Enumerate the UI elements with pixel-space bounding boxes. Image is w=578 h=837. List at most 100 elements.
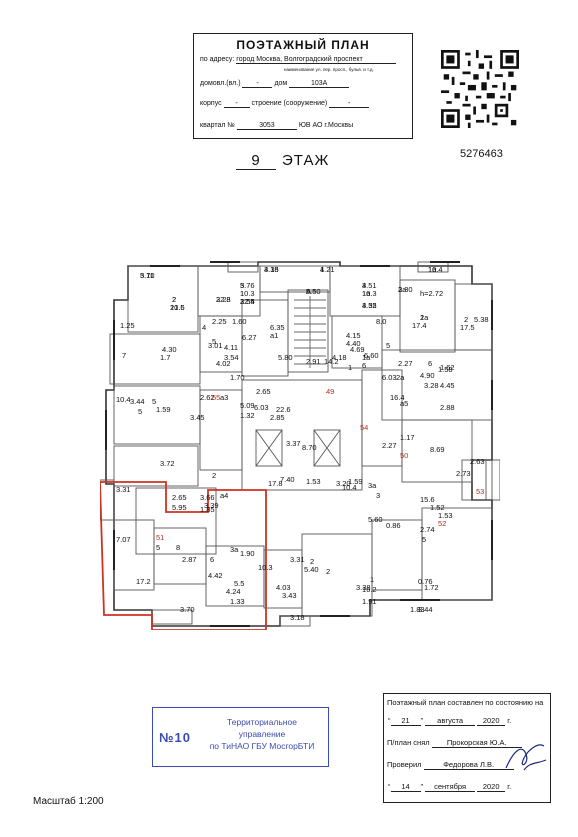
room-label: 0.76 (418, 577, 433, 586)
room-label: 1.90 (240, 549, 255, 558)
room-label: 1 (370, 575, 374, 584)
room-label: 2.27 (398, 359, 413, 368)
room-label: 1.72 (424, 583, 439, 592)
room-label: 4.18 (332, 353, 347, 362)
room-label: 1.25 (120, 321, 135, 330)
kvartal-row: квартал № 3053 ЮВ АО г.Москвы (200, 122, 354, 130)
room-label: 6.35 (270, 323, 285, 332)
room-label: 15.6 (420, 495, 435, 504)
room-label: 2.63 (470, 457, 485, 466)
room-label: 4 (202, 323, 206, 332)
room-label: 3.20 (336, 479, 351, 488)
room-label: 1.60 (232, 317, 247, 326)
room-label: 17.4 (412, 321, 427, 330)
room-label: 2.62 (200, 393, 215, 402)
room-label: 3.72 (160, 459, 175, 468)
room-label: 5.76 (240, 281, 255, 290)
stamp-code: №10 (159, 730, 191, 745)
room-label: 16.2 (362, 585, 377, 594)
room-label: 2.65 (256, 387, 271, 396)
room-label: 4.51 (362, 281, 377, 290)
room-label: 3.30 (398, 285, 413, 294)
checked-by: Федорова Л.В. (423, 760, 514, 770)
room-label: 4.38 (264, 265, 279, 274)
room-label: 1.59 (156, 405, 171, 414)
room-label: 2.87 (182, 555, 197, 564)
room-label: 5.95 (172, 503, 187, 512)
room-label: 2а (420, 313, 429, 322)
room-label: 1 (240, 289, 244, 298)
floor-number: 9 (236, 152, 276, 170)
room-label: 4.02 (216, 359, 231, 368)
room-label: 3.52 (362, 301, 377, 310)
room-label: 1а (428, 265, 437, 274)
room-label: 1.59 (348, 477, 363, 486)
room-label: 3 (362, 281, 366, 290)
date-row-2: “14” сентября 2020 г. (388, 782, 512, 792)
room-label: 10.3 (240, 289, 255, 298)
room-label: 7.40 (280, 475, 295, 484)
room-label: 3а (368, 481, 377, 490)
room-label: 5 (212, 337, 216, 346)
removed-by: Прокорская Ю.А. (431, 738, 522, 748)
room-label: 4.42 (208, 571, 223, 580)
room-label: 14.2 (324, 357, 339, 366)
room-label: 8.70 (302, 443, 317, 452)
address-row: по адресу: город Москва, Волгоградский п… (200, 56, 397, 64)
room-label: 4.15 (346, 331, 361, 340)
room-label: 3 (376, 491, 380, 500)
room-label: 6.03 (254, 403, 269, 412)
removed-row: П/план снял Прокорская Ю.А. (387, 738, 522, 748)
room-label: 1.53 (306, 477, 321, 486)
room-label: 4.40 (346, 339, 361, 348)
room-label: 3.44 (418, 605, 433, 614)
room-label: 0.86 (386, 521, 401, 530)
room-label: 3.39 (204, 501, 219, 510)
room-label: 7.07 (116, 535, 131, 544)
room-label: 8.69 (430, 445, 445, 454)
date-row-1: “21” августа 2020 г. (388, 716, 512, 726)
room-label: 5.50 (306, 287, 321, 296)
room-label: 4.30 (162, 345, 177, 354)
room-label: 1.32 (240, 411, 255, 420)
room-label: 10.3 (258, 563, 273, 572)
room-label: 5.40 (304, 565, 319, 574)
room-label: 4.90 (420, 371, 435, 380)
room-label: 3.70 (180, 605, 195, 614)
room-label: 3.18 (290, 613, 305, 622)
bti-stamp: №10 Территориальное управление по ТиНАО … (152, 707, 329, 767)
header-block: ПОЭТАЖНЫЙ ПЛАН по адресу: город Москва, … (193, 33, 413, 139)
room-label: 2 (464, 315, 468, 324)
room-label: 1.58 (438, 365, 453, 374)
room-label: 6 (210, 555, 214, 564)
room-label: 1.83 (410, 605, 425, 614)
highlighted-apartment-outline (100, 481, 267, 630)
room-label: 2.85 (270, 413, 285, 422)
room-label: 3.28 (424, 381, 439, 390)
room-label: 2а (398, 285, 407, 294)
room-label: 2 (172, 295, 176, 304)
room-label: 55 (212, 393, 220, 402)
room-label: 1.85 (200, 505, 215, 514)
room-label: h=2.72 (420, 289, 443, 298)
room-label: 1.91 (362, 597, 377, 606)
room-label: 1.62 (440, 363, 455, 372)
signature-icon (505, 744, 547, 771)
qr-code-icon (441, 50, 519, 128)
room-label: а3 (220, 393, 228, 402)
room-label: 3.01 (208, 341, 223, 350)
room-label: 2 (310, 557, 314, 566)
room-label: 3.15 (264, 265, 279, 274)
room-label: 5 (152, 397, 156, 406)
room-label: 3.31 (116, 485, 131, 494)
room-label: 1.17 (400, 433, 415, 442)
room-label: 2 (326, 567, 330, 576)
room-label: 5.09 (240, 401, 255, 410)
room-label: 7 (122, 351, 126, 360)
room-label: 10.3 (362, 289, 377, 298)
room-label: 4.03 (276, 583, 291, 592)
address-hint: наименование ул. пер. просп., бульв. и т… (284, 67, 374, 72)
room-label: 2.91 (306, 357, 321, 366)
